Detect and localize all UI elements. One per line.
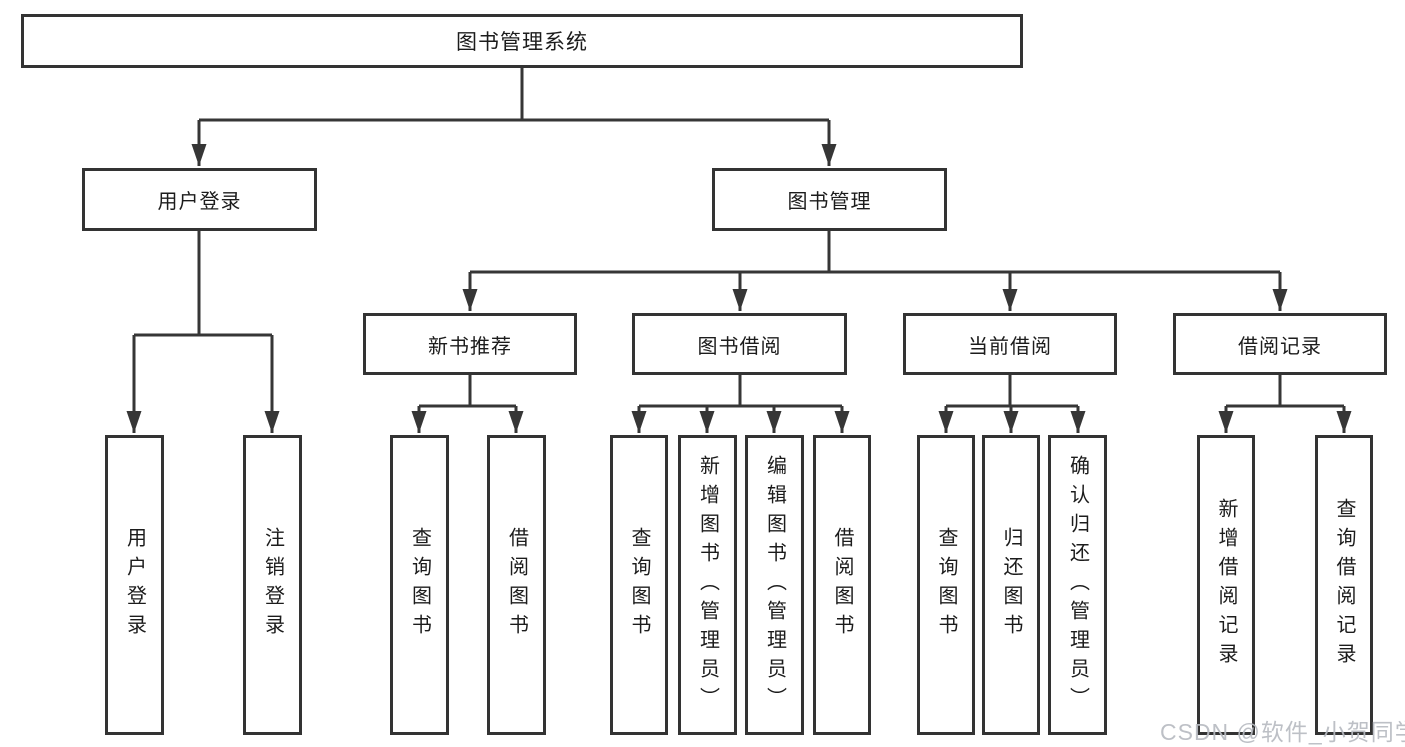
node-book-borrowing: 图书借阅 [632,313,847,375]
node-label: 当前借阅 [968,335,1052,358]
leaf-add-books-admin: 新增图书（管理员） [678,435,737,735]
node-current-borrowing: 当前借阅 [903,313,1117,375]
leaf-borrow-books: 借阅图书 [813,435,871,735]
leaf-return-books: 归还图书 [982,435,1040,735]
leaf-borrow-books-recommend: 借阅图书 [487,435,546,735]
node-borrowing-records: 借阅记录 [1173,313,1387,375]
leaf-user-login: 用户登录 [105,435,164,735]
node-label: 图书管理系统 [456,31,588,54]
leaf-query-books-borrowing: 查询图书 [610,435,668,735]
leaf-confirm-return-admin: 确认归还（管理员） [1048,435,1107,735]
leaf-logout: 注销登录 [243,435,302,735]
node-label: 图书管理 [787,191,872,213]
leaf-query-books-current: 查询图书 [917,435,975,735]
node-label: 用户登录 [157,191,242,213]
csdn-watermark: CSDN @软件_小贺同学 [1160,719,1405,745]
leaf-edit-books-admin: 编辑图书（管理员） [745,435,804,735]
node-root-library-system: 图书管理系统 [21,14,1023,68]
leaf-query-borrow-record: 查询借阅记录 [1315,435,1373,735]
node-book-management: 图书管理 [712,168,947,231]
node-label: 图书借阅 [697,335,782,358]
node-new-book-recommend: 新书推荐 [363,313,577,375]
node-label: 新书推荐 [428,335,512,358]
node-user-login: 用户登录 [82,168,317,231]
node-label: 借阅记录 [1238,335,1322,358]
leaf-query-books-recommend: 查询图书 [390,435,449,735]
leaf-add-borrow-record: 新增借阅记录 [1197,435,1255,735]
